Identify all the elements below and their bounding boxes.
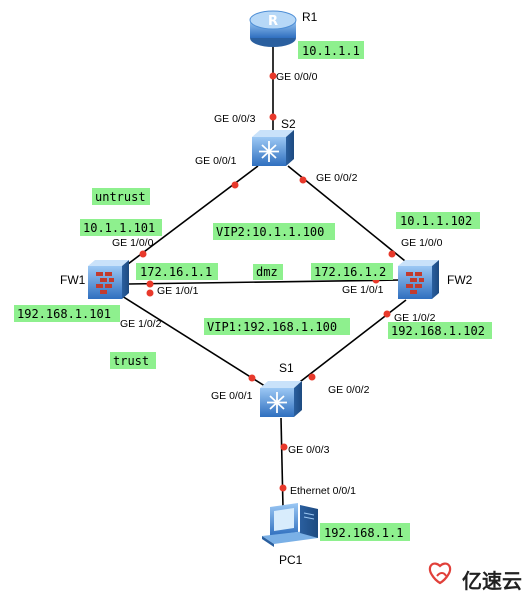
logo-icon [428,562,452,585]
svg-text:VIP1:192.168.1.100: VIP1:192.168.1.100 [207,320,337,334]
port-dot [279,484,287,492]
svg-text:10.1.1.102: 10.1.1.102 [400,214,472,228]
link-s2-fw2 [287,165,411,266]
tag-fw1-out-ip: 10.1.1.101 [80,219,162,236]
svg-text:untrust: untrust [95,190,146,204]
device-label-s1: S1 [279,361,294,375]
port-dot [248,374,256,382]
tag-pc1-ip: 192.168.1.1 [320,523,410,541]
port-dot [308,373,316,381]
port-label: GE 1/0/2 [120,318,162,330]
port-label: GE 0/0/1 [195,155,237,167]
watermark-text: 亿速云 [462,569,522,593]
port-dot [269,113,277,121]
device-label-fw1: FW1 [60,273,86,287]
port-dot [383,310,391,318]
port-label: GE 0/0/0 [276,71,318,83]
tag-fw2-in-ip: 192.168.1.102 [388,322,492,339]
device-label-r1: R1 [302,10,318,24]
port-dot [269,72,277,80]
port-label: GE 0/0/1 [211,390,253,402]
svg-text:192.168.1.102: 192.168.1.102 [391,324,485,338]
port-label: GE 0/0/2 [316,172,358,184]
firewall-icon[interactable] [398,260,439,299]
tag-fw2-out-ip: 10.1.1.102 [396,212,480,229]
port-dot [146,280,154,288]
device-label-fw2: FW2 [447,273,473,287]
port-dot [139,250,147,258]
router-icon[interactable]: R [249,10,297,47]
port-label: GE 1/0/0 [401,237,443,249]
port-label: GE 0/0/3 [288,444,330,456]
svg-text:dmz: dmz [256,265,278,279]
port-dot [280,443,288,451]
link-s1-pc1 [280,417,284,509]
tag-trust: trust [110,352,156,369]
svg-text:192.168.1.101: 192.168.1.101 [17,307,111,321]
port-label: Ethernet 0/0/1 [290,485,356,497]
tag-dmz: dmz [253,264,283,280]
link-fw1-s1 [121,295,269,389]
port-label: GE 1/0/0 [112,237,154,249]
port-label: GE 1/0/1 [157,285,199,297]
svg-text:10.1.1.101: 10.1.1.101 [83,221,155,235]
pc-icon[interactable] [262,503,318,547]
port-label: GE 1/0/2 [394,312,436,324]
tag-fw1-in-ip: 192.168.1.101 [14,305,120,322]
port-dot [231,181,239,189]
port-label: GE 1/0/1 [342,284,384,296]
svg-text:172.16.1.1: 172.16.1.1 [140,265,212,279]
port-label: GE 0/0/2 [328,384,370,396]
svg-text:172.16.1.2: 172.16.1.2 [314,265,386,279]
tag-fw2-dmz-ip: 172.16.1.2 [311,263,393,280]
port-dot [388,250,396,258]
svg-text:R: R [268,14,278,29]
device-label-s2: S2 [281,117,296,131]
tag-vip2: VIP2:10.1.1.100 [213,223,335,240]
svg-text:10.1.1.1: 10.1.1.1 [302,44,360,58]
link-fw1-fw2 [127,279,401,285]
svg-text:VIP2:10.1.1.100: VIP2:10.1.1.100 [216,225,324,239]
tag-vip1: VIP1:192.168.1.100 [204,318,350,335]
port-label: GE 0/0/3 [214,113,256,125]
tag-fw1-dmz-ip: 172.16.1.1 [136,263,218,280]
tag-r1-ip: 10.1.1.1 [298,41,364,59]
firewall-icon[interactable] [88,260,129,299]
port-dot [299,176,307,184]
svg-text:192.168.1.1: 192.168.1.1 [324,526,403,540]
svg-text:trust: trust [113,354,149,368]
switch-icon[interactable] [260,381,302,417]
device-label-pc1: PC1 [279,553,303,567]
switch-icon[interactable] [252,130,294,166]
port-dot [146,289,154,297]
tag-untrust: untrust [92,188,150,205]
